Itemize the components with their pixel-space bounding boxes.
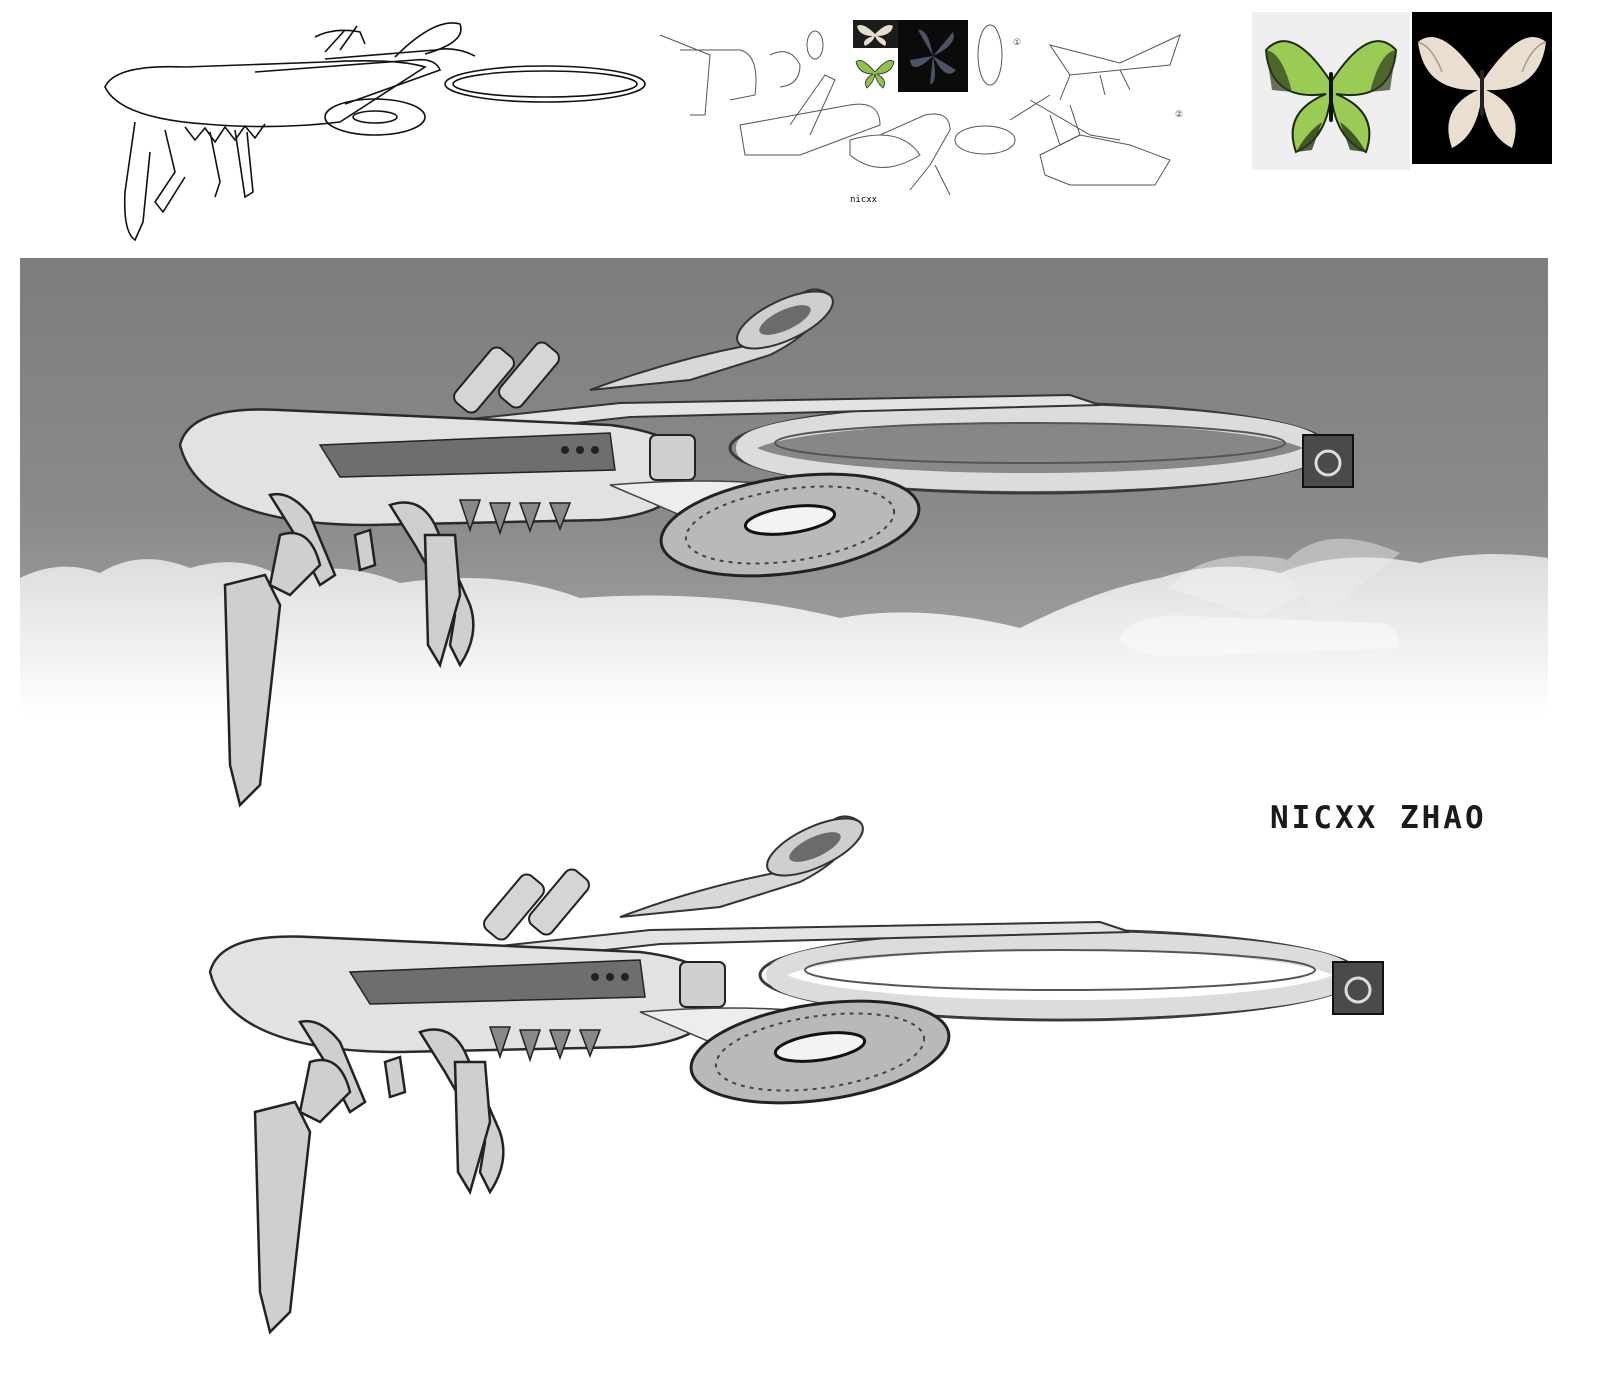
robotic-insect-icon xyxy=(178,288,1354,808)
sketch-marker-2: ② xyxy=(1175,110,1183,120)
green-butterfly-icon xyxy=(1264,40,1398,154)
white-butterfly-icon xyxy=(1417,37,1547,148)
thumb-dark-flower xyxy=(898,20,968,92)
mech-render-top xyxy=(178,288,1354,808)
reference-photo-green-butterfly xyxy=(1252,12,1410,170)
reference-photo-white-butterfly xyxy=(1412,12,1552,164)
thumb-pale-butterfly xyxy=(853,20,898,48)
green-butterfly-icon xyxy=(855,59,895,89)
dark-flower-icon xyxy=(910,29,956,84)
line-sketch-side-view xyxy=(104,22,646,242)
distant-mech-silhouette xyxy=(1120,538,1400,657)
artist-signature: NICXX ZHAO xyxy=(1270,800,1487,836)
concept-sketch-sheet: nicxx ① ② xyxy=(659,24,1183,205)
mech-render-bottom xyxy=(208,815,1384,1335)
thumb-green-butterfly xyxy=(853,52,898,92)
mirror-signature: nicxx xyxy=(850,195,878,205)
cloud-layer xyxy=(20,538,1548,716)
sketch-marker-1: ① xyxy=(1013,38,1021,48)
robotic-insect-icon xyxy=(208,815,1384,1335)
white-butterfly-icon xyxy=(857,25,893,46)
